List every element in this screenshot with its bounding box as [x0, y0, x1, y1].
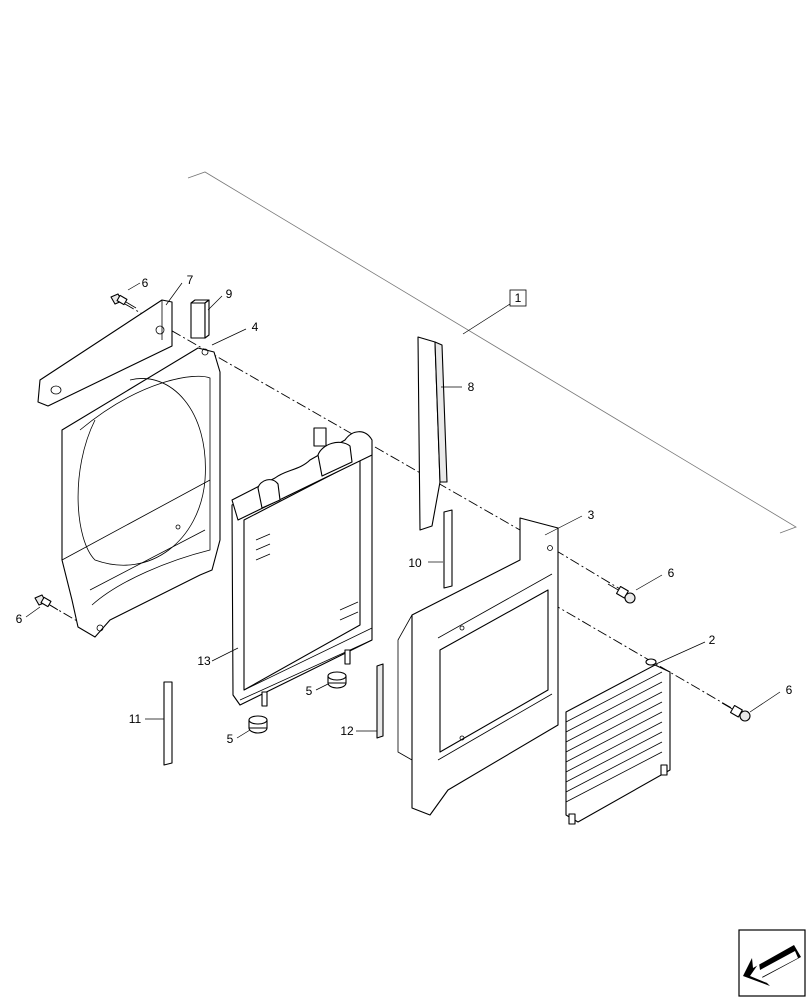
leader-lines: [25, 282, 781, 739]
callout-12: 12: [340, 724, 354, 738]
bolt-right-upper: [607, 583, 636, 604]
callout-5-upper: 5: [306, 684, 313, 698]
callout-6-top-left: 6: [142, 276, 149, 290]
callout-1-box: [509, 289, 527, 307]
callout-7: 7: [187, 273, 194, 287]
fan-shroud: [61, 347, 221, 638]
cooler-frame: [397, 517, 559, 816]
bolt-lower-left: [34, 594, 59, 611]
assembly-frame-line: [187, 171, 797, 534]
rubber-mount-upper: [327, 671, 347, 689]
radiator: [231, 427, 373, 707]
bracket-strap: [37, 299, 173, 407]
seal-strip-long: [417, 336, 448, 531]
callout-11: 11: [129, 712, 142, 726]
callout-6-right-lower: 6: [786, 683, 793, 697]
callout-6-right-upper: 6: [668, 566, 675, 580]
callout-8: 8: [468, 380, 475, 394]
seal-strip-right: [376, 663, 384, 739]
callout-9: 9: [226, 287, 233, 301]
foam-pad-small: [190, 299, 210, 339]
seal-strip-mid: [443, 509, 453, 589]
callout-5-lower: 5: [227, 732, 234, 746]
bolt-top-left: [110, 293, 137, 309]
callout-10: 10: [408, 556, 422, 570]
callout-1: 1: [515, 291, 522, 305]
callout-3: 3: [588, 508, 595, 522]
callout-labels: 1 2 3 4 5 5 6 6 6 6 7 8 9 10 11 12 13: [16, 273, 793, 746]
rubber-mount-lower: [248, 715, 268, 734]
callout-13: 13: [197, 654, 211, 668]
next-page-arrow-icon[interactable]: [738, 929, 806, 997]
callout-2: 2: [709, 633, 716, 647]
bolt-right-lower: [721, 702, 751, 722]
callout-6-lower-left: 6: [16, 612, 23, 626]
seal-strip-left: [163, 681, 173, 766]
oil-cooler: [565, 658, 671, 825]
callout-4: 4: [252, 320, 259, 334]
